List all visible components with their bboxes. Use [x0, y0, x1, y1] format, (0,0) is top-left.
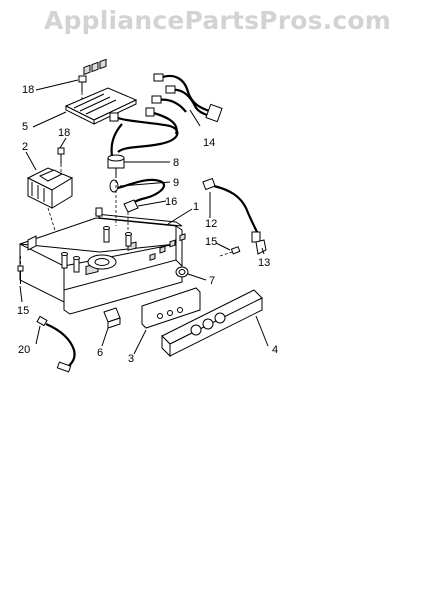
- callout-18-side: 18: [58, 127, 70, 139]
- wire-harness-part-14: [151, 73, 223, 123]
- callout-15-left: 15: [17, 305, 29, 317]
- callout-15-right: 15: [205, 236, 217, 248]
- connector-part-13: [255, 239, 267, 255]
- callout-4: 4: [272, 344, 278, 356]
- control-board-part-5: [64, 58, 138, 125]
- watermark-logo: AppliancePartsPros.com: [43, 6, 392, 35]
- callout-14: 14: [203, 137, 215, 149]
- clip-part-16: [123, 199, 139, 213]
- grommet-part-7: [175, 266, 189, 278]
- callout-16: 16: [165, 196, 177, 208]
- transformer-part-2: [26, 167, 74, 241]
- screw-part-15-left: [17, 256, 24, 284]
- callout-1: 1: [193, 201, 199, 213]
- callout-5: 5: [22, 121, 28, 133]
- leader-lines: [19, 79, 269, 355]
- callout-3: 3: [128, 353, 134, 365]
- wire-part-12: [202, 177, 261, 243]
- overlay-part-4: [161, 289, 263, 358]
- callout-6: 6: [97, 347, 103, 359]
- screw-part-15-right: [219, 246, 241, 257]
- callout-20: 20: [18, 344, 30, 356]
- callout-8: 8: [173, 157, 179, 169]
- bracket-part-6: [103, 307, 121, 329]
- control-part-8: [107, 154, 125, 178]
- sensor-wire-part-20: [36, 315, 76, 373]
- callout-18-top: 18: [22, 84, 34, 96]
- callout-7: 7: [209, 275, 215, 287]
- callout-13: 13: [258, 257, 270, 269]
- control-panel-part-3: [141, 233, 201, 329]
- callout-labels: 18 5 18 2 14 8 9 16 1 12 15 13 7 15 20 6…: [17, 84, 278, 365]
- callout-12: 12: [205, 218, 217, 230]
- sensor-part-9: [109, 178, 166, 209]
- callout-2: 2: [22, 141, 28, 153]
- board-wires: [109, 107, 179, 157]
- control-housing-part-1: [19, 180, 183, 315]
- callout-9: 9: [173, 177, 179, 189]
